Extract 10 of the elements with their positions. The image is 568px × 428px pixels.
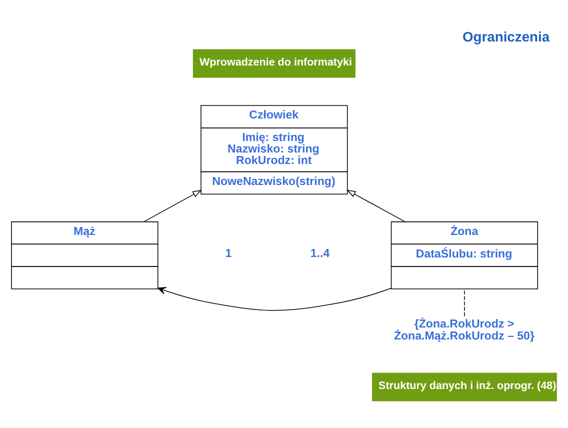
arrow: [144, 189, 202, 222]
diagram-title: Ograniczenia: [462, 28, 550, 44]
label: 1..4: [310, 247, 330, 260]
label: Wprowadzenie do informatyki: [199, 56, 352, 68]
node-text: {Żona.RokUrodz > Żona.Mąż.RokUrodz – 50}: [394, 318, 534, 342]
arrow: [158, 286, 392, 310]
label: 1: [225, 247, 232, 260]
label: Struktury danych i inż. oprogr. (48): [378, 380, 556, 392]
connector: [464, 288, 465, 316]
arrow: [346, 189, 405, 222]
